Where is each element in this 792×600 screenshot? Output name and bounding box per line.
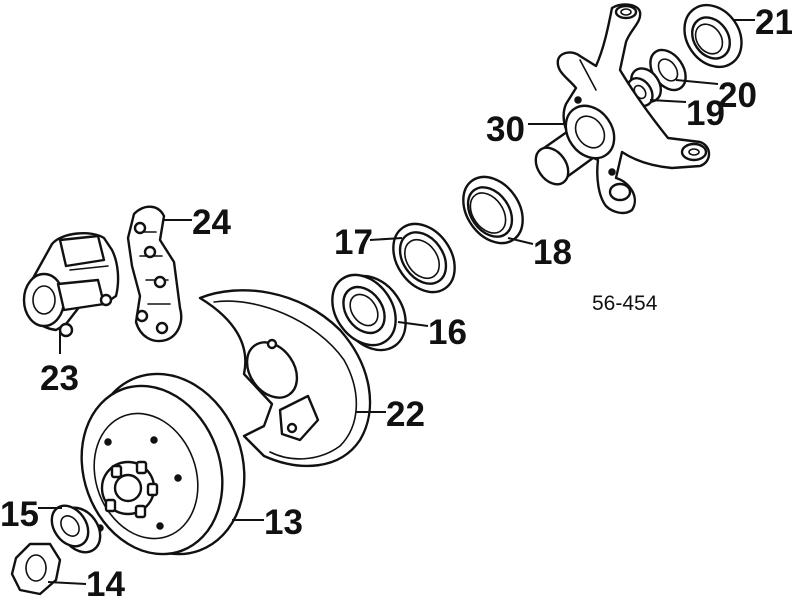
callout-13: 13 bbox=[264, 503, 303, 542]
callout-17: 17 bbox=[334, 223, 373, 262]
part-30-steering-knuckle bbox=[534, 3, 711, 215]
part-13-brake-rotor bbox=[80, 372, 246, 556]
part-18-seal bbox=[462, 175, 524, 245]
part-14-hub-cap bbox=[10, 542, 62, 596]
part-23-brake-caliper bbox=[22, 232, 120, 338]
callout-22: 22 bbox=[386, 395, 425, 434]
part-21-seal-ring bbox=[683, 3, 743, 69]
callout-30: 30 bbox=[486, 110, 525, 149]
leader-17 bbox=[369, 237, 403, 241]
part-24-caliper-bracket bbox=[126, 205, 183, 343]
callout-labels: 21 20 19 30 18 17 16 22 24 23 13 15 14 bbox=[0, 3, 792, 600]
figure-code: 56-454 bbox=[592, 292, 658, 315]
callout-18: 18 bbox=[533, 233, 572, 272]
leader-18 bbox=[507, 237, 534, 245]
leader-19 bbox=[649, 99, 687, 103]
part-17-bearing-race bbox=[392, 222, 456, 294]
callout-16: 16 bbox=[428, 313, 467, 352]
leader-16 bbox=[397, 321, 429, 327]
part-16-wheel-bearing bbox=[331, 273, 407, 352]
callout-24: 24 bbox=[192, 203, 231, 242]
callout-23: 23 bbox=[40, 359, 79, 398]
callout-14: 14 bbox=[86, 565, 125, 600]
leader-20 bbox=[675, 79, 719, 85]
leader-14 bbox=[47, 581, 87, 585]
callout-20: 20 bbox=[718, 76, 757, 115]
callout-15: 15 bbox=[0, 495, 39, 534]
leader-lines bbox=[38, 19, 755, 585]
callout-19: 19 bbox=[686, 94, 725, 133]
part-22-dust-shield bbox=[198, 289, 372, 468]
callout-21: 21 bbox=[755, 3, 792, 42]
